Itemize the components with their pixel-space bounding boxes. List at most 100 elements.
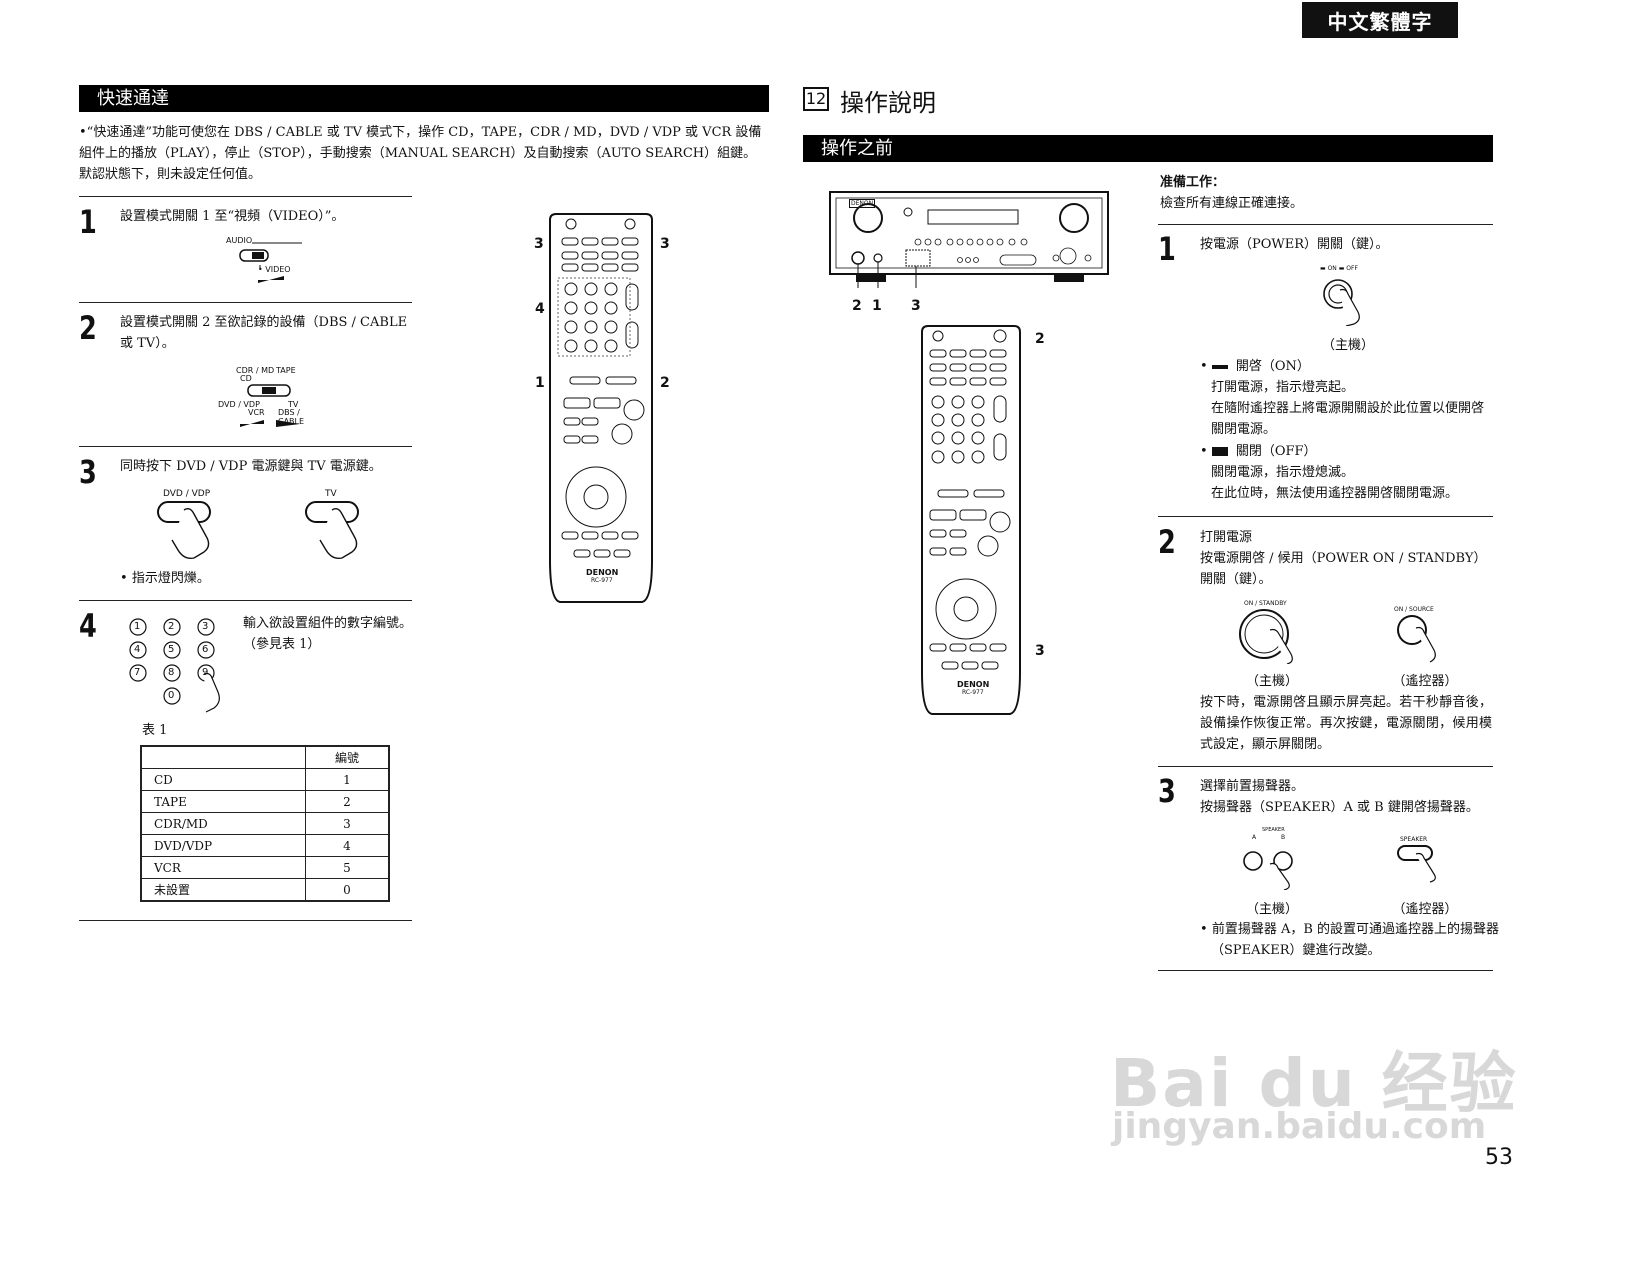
page-number: 53 <box>1485 1145 1513 1170</box>
power-on-standby-button-illustration <box>1239 609 1293 664</box>
remote-brand: DENON <box>957 680 990 689</box>
table-header-row: 編號 <box>140 745 390 769</box>
callout-1: 1 <box>535 375 545 391</box>
step-text: 按電源（POWER）開關（鍵）。 <box>1200 237 1389 252</box>
switch-label-vcr: VCR <box>248 408 265 417</box>
remote-speaker-button-illustration <box>1397 845 1436 883</box>
table-cell: CDR/MD <box>140 812 306 835</box>
watermark-url: jingyan.baidu.com <box>1112 1106 1487 1147</box>
power-switch-label: ▬ ON ▬ OFF <box>1320 265 1358 272</box>
caption-main-unit: （主機） <box>1245 902 1298 917</box>
switch-on-icon <box>1211 364 1228 369</box>
caption-main-unit: （主機） <box>1245 674 1298 689</box>
press-buttons-illustration <box>157 501 359 560</box>
remote-brand: DENON <box>586 568 619 577</box>
table-cell: 4 <box>305 834 390 857</box>
table-cell: 3 <box>305 812 390 835</box>
switch-label-audio: AUDIO <box>226 236 253 245</box>
watermark-logo: Bai du 经验 <box>1110 1045 1518 1122</box>
step-number: 2 <box>1158 523 1176 561</box>
switch-label-tv: TV <box>288 400 299 409</box>
step-number: 1 <box>1158 230 1176 268</box>
switch-label-cd: CD <box>240 374 252 383</box>
caption-main-unit: （主機） <box>1321 338 1374 353</box>
step-text: 同時按下 DVD / VDP 電源鍵與 TV 電源鍵。 <box>120 459 382 474</box>
key-7: 7 <box>134 667 141 678</box>
step-number: 4 <box>79 607 97 645</box>
callout-3: 3 <box>534 236 544 252</box>
key-9: 9 <box>202 667 209 678</box>
caption-remote: （遙控器） <box>1392 902 1458 917</box>
on-label: 開啓（ON） <box>1235 359 1310 374</box>
label-speaker-remote: SPEAKER <box>1400 836 1428 843</box>
table-cell: DVD/VDP <box>140 834 306 857</box>
step-note: 指示燈閃爍。 <box>120 568 210 589</box>
divider <box>79 302 412 303</box>
receiver-front-panel-illustration: DENON <box>828 190 1112 290</box>
step-text: 輸入欲設置組件的數字編號。（參見表 1） <box>243 616 413 652</box>
mode-switch-2-illustration: CDR / MD CD TAPE DVD / VDP VCR TV DBS / … <box>218 364 328 432</box>
step-text: 設置模式開關 2 至欲記錄的設備（DBS / CABLE 或 TV）。 <box>120 315 408 351</box>
step-text: 按揚聲器（SPEAKER）A 或 B 鍵開啓揚聲器。 <box>1200 800 1479 815</box>
off-state-label: • 關閉（OFF） <box>1200 444 1317 459</box>
switch-label-video: • VIDEO <box>258 265 291 274</box>
key-4: 4 <box>134 644 141 655</box>
step-text: 設置模式開關 1 至“視頻（VIDEO）”。 <box>120 209 345 224</box>
table-title: 表 1 <box>142 723 168 738</box>
callout-2: 2 <box>852 298 862 314</box>
button-label-dvd-vdp: DVD / VDP <box>163 489 211 499</box>
key-8: 8 <box>168 667 175 678</box>
table-row: VCR 5 <box>140 856 390 879</box>
callout-3: 3 <box>1035 643 1045 659</box>
step-note: 前置揚聲器 A，B 的設置可通過遙控器上的揚聲器（SPEAKER）鍵進行改變。 <box>1200 919 1503 961</box>
divider <box>1158 766 1493 767</box>
power-switch-illustration <box>1323 279 1360 326</box>
key-0: 0 <box>168 690 175 701</box>
prep-title: 准備工作： <box>1160 175 1226 190</box>
table-row: CDR/MD 3 <box>140 812 390 835</box>
label-speaker-main: SPEAKER <box>1262 827 1285 833</box>
step-title: 打開電源 <box>1200 530 1253 545</box>
off-line: 關閉電源，指示燈熄滅。 <box>1211 465 1355 480</box>
mode-switch-1-illustration: AUDIO • VIDEO <box>222 236 312 288</box>
step-number: 3 <box>1158 772 1176 810</box>
table-row: DVD/VDP 4 <box>140 834 390 857</box>
off-line: 在此位時，無法使用遙控器開啓關閉電源。 <box>1211 486 1459 501</box>
number-keypad-illustration: 1 2 3 4 5 6 7 8 9 0 <box>126 616 236 716</box>
callout-2: 2 <box>1035 331 1045 347</box>
prep-text: 檢查所有連線正確連接。 <box>1160 196 1304 211</box>
remote-on-source-button-illustration <box>1397 615 1436 663</box>
key-5: 5 <box>168 644 175 655</box>
caption-remote: （遙控器） <box>1392 674 1458 689</box>
section-title-before-operation: 操作之前 <box>803 135 1493 162</box>
off-description: 關閉電源，指示燈熄滅。 在此位時，無法使用遙控器開啓關閉電源。 <box>1211 462 1493 504</box>
divider <box>1158 224 1493 225</box>
step-number: 2 <box>79 309 97 347</box>
language-tag: 中文繁體字 <box>1302 2 1458 38</box>
component-number-table: 編號 CD 1 TAPE 2 CDR/MD 3 DVD/VDP 4 VCR 5 … <box>140 745 390 902</box>
divider <box>79 920 412 921</box>
table-cell: 5 <box>305 856 390 879</box>
section-title-quick-access: 快速通達 <box>79 85 769 112</box>
callout-2: 2 <box>660 375 670 391</box>
remote-control-illustration: DENON RC-977 <box>530 212 670 604</box>
table-cell: TAPE <box>140 790 306 813</box>
switch-label-dbs-cable: DBS / CABLE <box>278 408 305 426</box>
key-2: 2 <box>168 621 175 632</box>
callout-3: 3 <box>660 236 670 252</box>
chapter-title: 操作說明 <box>840 89 936 117</box>
table-cell: 1 <box>305 768 390 791</box>
table-header-cell: 編號 <box>305 745 390 769</box>
on-description: 打開電源，指示燈亮起。 在隨附遙控器上將電源開關設於此位置以便開啓關閉電源。 <box>1211 377 1493 440</box>
remote-model: RC-977 <box>591 577 613 584</box>
divider <box>79 196 412 197</box>
callout-4: 4 <box>535 301 545 317</box>
table-row: 未設置 0 <box>140 878 390 902</box>
divider <box>79 600 412 601</box>
key-6: 6 <box>202 644 209 655</box>
callout-3: 3 <box>911 298 921 314</box>
table-header-cell <box>140 745 306 769</box>
divider <box>79 446 412 447</box>
step-text: 按電源開啓 / 候用（POWER ON / STANDBY）開關（鍵）。 <box>1200 551 1487 587</box>
step-description: 按下時，電源開啓且顯示屏亮起。若干秒靜音後，設備操作恢復正常。再次按鍵，電源關閉… <box>1200 695 1492 752</box>
